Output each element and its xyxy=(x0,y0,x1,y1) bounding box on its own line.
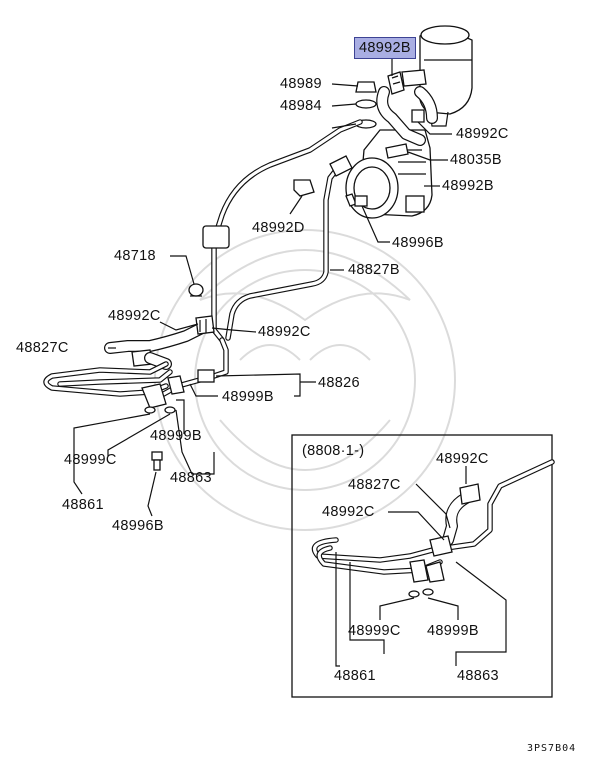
watermark xyxy=(154,229,456,531)
label-48992c-pump[interactable]: 48992C xyxy=(456,126,509,142)
reservoir-tank xyxy=(401,25,473,127)
return-pipe xyxy=(225,155,353,341)
bolt-48996b-lower xyxy=(151,451,163,471)
label-48999b-lower[interactable]: 48999B xyxy=(150,428,202,444)
pressure-hose xyxy=(202,86,438,343)
label-48861[interactable]: 48861 xyxy=(62,497,104,513)
label-48992b-highlighted[interactable]: 48992B xyxy=(354,37,416,59)
label-48718[interactable]: 48718 xyxy=(114,248,156,264)
leader-lines xyxy=(73,54,452,517)
inset-label-48992c-mid[interactable]: 48992C xyxy=(322,504,375,520)
clip-48718 xyxy=(188,283,204,297)
label-48989[interactable]: 48989 xyxy=(280,76,322,92)
label-48827c[interactable]: 48827C xyxy=(16,340,69,356)
label-48827b[interactable]: 48827B xyxy=(348,262,400,278)
label-48992c-right[interactable]: 48992C xyxy=(258,324,311,340)
inset-label-48999c[interactable]: 48999C xyxy=(348,623,401,639)
inset-label-48861[interactable]: 48861 xyxy=(334,668,376,684)
label-48863[interactable]: 48863 xyxy=(170,470,212,486)
label-48035b[interactable]: 48035B xyxy=(450,152,502,168)
label-48984[interactable]: 48984 xyxy=(280,98,322,114)
bolt-48996b xyxy=(345,193,368,207)
label-48992b-pump[interactable]: 48992B xyxy=(442,178,494,194)
inset-label-48999b[interactable]: 48999B xyxy=(427,623,479,639)
hose-48827c xyxy=(104,315,215,370)
bracket-48992d xyxy=(293,179,315,197)
oil-pump xyxy=(345,129,433,219)
inset-label-48863[interactable]: 48863 xyxy=(457,668,499,684)
reference-code: 3PS7B04 xyxy=(527,743,577,754)
label-48992d[interactable]: 48992D xyxy=(252,220,305,236)
inset-range-label: (8808·1-) xyxy=(302,443,365,459)
inset-box xyxy=(291,434,555,698)
label-48826[interactable]: 48826 xyxy=(318,375,360,391)
label-48992c-left[interactable]: 48992C xyxy=(108,308,161,324)
label-48996b-lower[interactable]: 48996B xyxy=(112,518,164,534)
label-48999c[interactable]: 48999C xyxy=(64,452,117,468)
label-48996b-pump[interactable]: 48996B xyxy=(392,235,444,251)
inset-label-48992c-top[interactable]: 48992C xyxy=(436,451,489,467)
inset-label-48827c[interactable]: 48827C xyxy=(348,477,401,493)
oil-cooler-tube xyxy=(43,361,185,414)
label-48999b-upper[interactable]: 48999B xyxy=(222,389,274,405)
